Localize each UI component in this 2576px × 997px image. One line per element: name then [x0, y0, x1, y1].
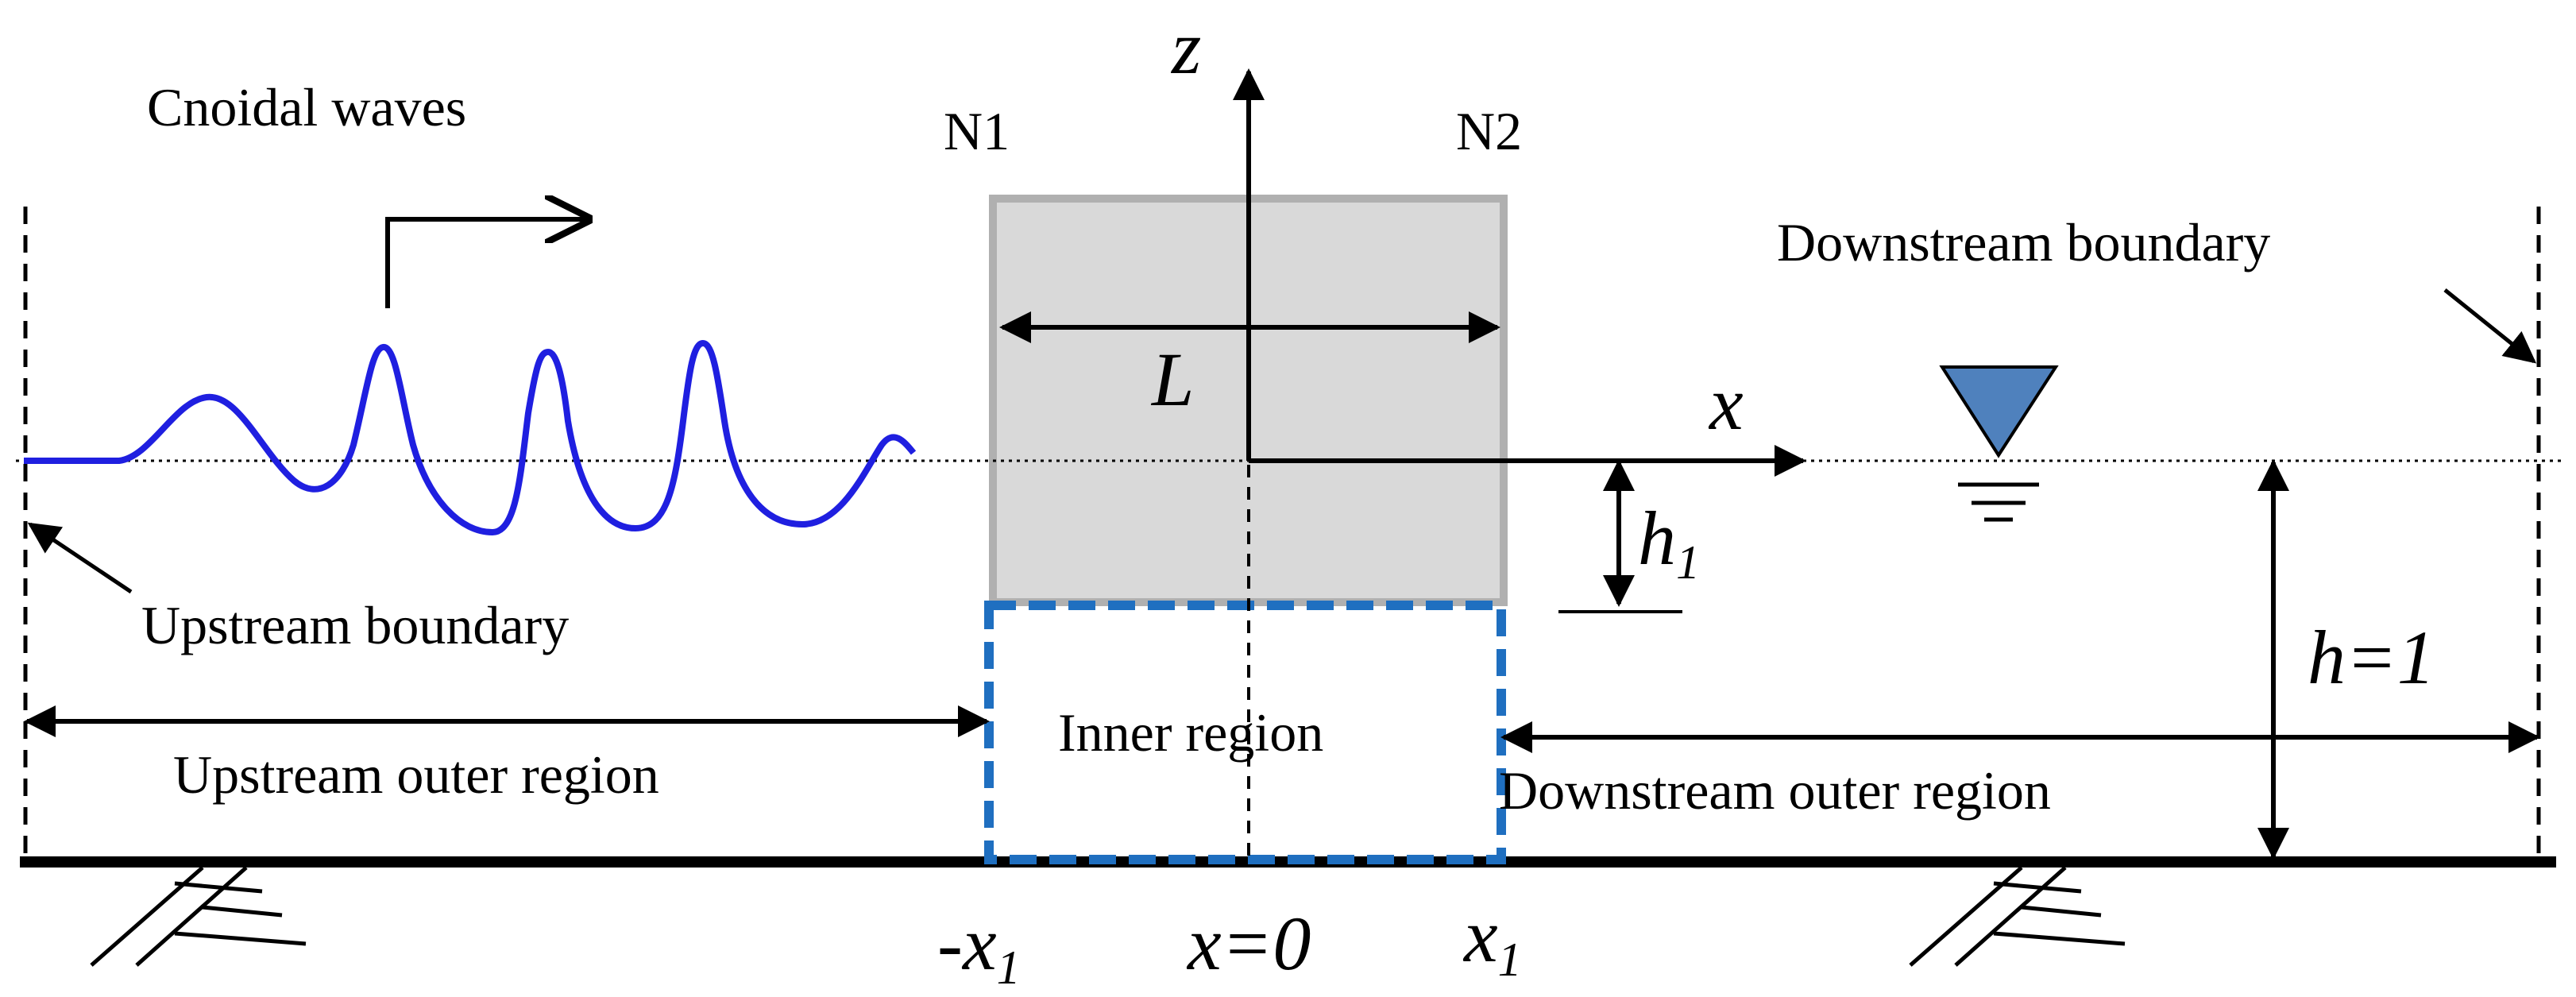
x-axis-label: x: [1708, 361, 1744, 446]
length-label: L: [1150, 337, 1194, 422]
h1-label: h1: [1638, 496, 1700, 589]
z-axis-label: z: [1170, 5, 1201, 90]
downstream-outer-region-label: Downstream outer region: [1499, 760, 2051, 821]
n1-label: N1: [944, 101, 1010, 161]
wave-direction-arrow: [385, 219, 588, 308]
x-zero-label: x=0: [1186, 901, 1311, 986]
depth-label: h=1: [2308, 615, 2435, 700]
n2-label: N2: [1456, 101, 1522, 161]
water-level-icon: [1939, 365, 2059, 522]
downstream-boundary-label: Downstream boundary: [1777, 212, 2270, 272]
upstream-outer-region-label: Upstream outer region: [173, 744, 659, 805]
wave-type-label: Cnoidal waves: [147, 77, 466, 137]
ground-hatch-icon-left: [90, 866, 307, 967]
x1-label: x1: [1462, 893, 1522, 986]
inner-region-label: Inner region: [1058, 702, 1323, 763]
upstream-boundary-leader: [27, 522, 133, 594]
neg-x1-label: -x1: [937, 901, 1021, 994]
downstream-boundary-leader: [2443, 288, 2537, 364]
ground-hatch-icon-right: [1909, 866, 2126, 967]
upstream-boundary-label: Upstream boundary: [141, 595, 569, 655]
cnoidal-wave-curve: [24, 339, 917, 536]
